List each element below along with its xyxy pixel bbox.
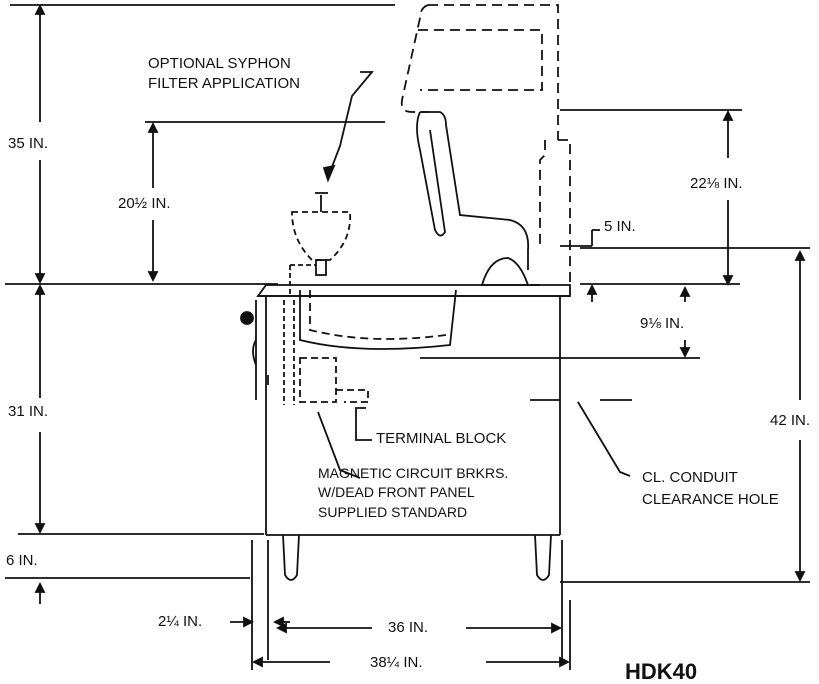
dim-42-in-line xyxy=(560,249,810,583)
fryer-legs xyxy=(282,534,552,581)
dim-36-in-label: 36 IN. xyxy=(388,619,429,636)
syphon-filter xyxy=(283,192,352,405)
dim-5-in-label: 5 IN. xyxy=(604,218,636,235)
dim-20-half-in-label: 20½ IN. xyxy=(118,195,171,212)
breaker-panel xyxy=(240,311,269,385)
dim-42-in-label: 42 IN. xyxy=(770,412,811,429)
dim-6-in-label: 6 IN. xyxy=(6,552,38,569)
callout-breakers-line3: SUPPLIED STANDARD xyxy=(318,504,468,520)
leader-lines xyxy=(317,71,632,479)
dim-6-in-line xyxy=(5,577,250,604)
dim-38-quarter-in-line xyxy=(251,600,571,670)
dim-31-in-line xyxy=(18,283,264,535)
callout-conduit-line1: CL. CONDUIT xyxy=(642,469,738,486)
dim-35-in-line xyxy=(10,3,395,285)
dim-9-eighth-in-label: 9⅛ IN. xyxy=(640,315,685,332)
dim-2-quarter-in-label: 2¼ IN. xyxy=(158,613,203,630)
model-title: HDK40 xyxy=(625,659,698,684)
callout-breakers-line2: W/DEAD FRONT PANEL xyxy=(318,484,475,500)
dim-2-quarter-in-line xyxy=(230,540,290,670)
hood-outline xyxy=(400,4,571,285)
dim-31-in-label: 31 IN. xyxy=(8,403,49,420)
fry-pot xyxy=(299,257,540,350)
dim-22-eighth-in-label: 22⅛ IN. xyxy=(690,175,743,192)
dim-38-quarter-in-label: 38¼ IN. xyxy=(370,654,423,671)
dim-35-in-label: 35 IN. xyxy=(8,135,49,152)
dim-5-in-line xyxy=(560,229,810,302)
callout-syphon-line2: FILTER APPLICATION xyxy=(148,75,300,92)
callout-terminal-block: TERMINAL BLOCK xyxy=(376,430,507,447)
dim-20-half-in-line xyxy=(145,121,385,283)
callout-conduit-line2: CLEARANCE HOLE xyxy=(642,491,779,508)
dim-22-eighth-in-line xyxy=(560,109,742,287)
callout-breakers-line1: MAGNETIC CIRCUIT BRKRS. xyxy=(318,465,509,481)
callout-syphon-line1: OPTIONAL SYPHON xyxy=(148,55,291,72)
basket-handle xyxy=(416,111,530,270)
dim-36-in-line xyxy=(275,540,563,660)
terminal-block xyxy=(299,357,369,403)
